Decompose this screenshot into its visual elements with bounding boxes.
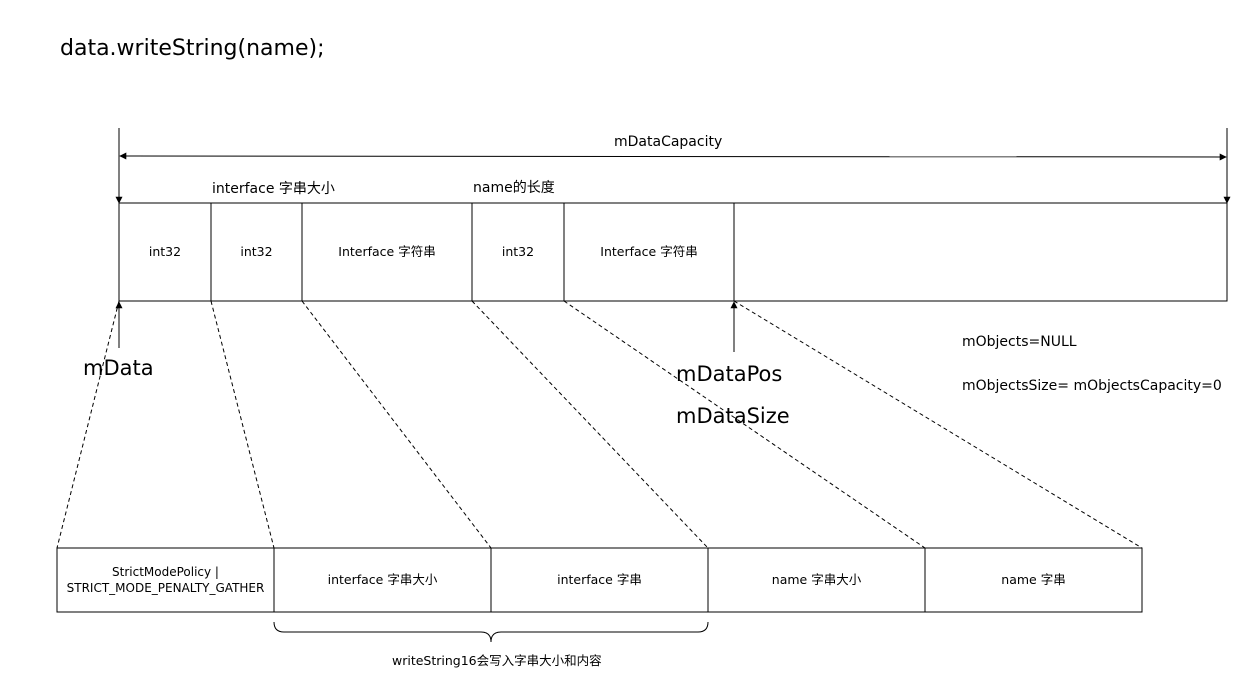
interface-size-annotation: interface 字串大小: [212, 181, 335, 197]
buffer-cell: Interface 字符串: [600, 243, 698, 259]
brace-label: writeString16会写入字串大小和内容: [392, 653, 602, 668]
projection-line: [733, 300, 1143, 549]
buffer-cell: Interface 字符串: [338, 243, 436, 259]
detail-outline: [56, 547, 1143, 613]
buffer-outline: [118, 202, 1228, 302]
buffer-cell: int32: [501, 243, 535, 259]
name-length-annotation: name的长度: [473, 180, 555, 196]
detail-cell: interface 字串: [557, 571, 642, 587]
detail-cell: interface 字串大小: [327, 571, 438, 587]
projection-line: [301, 300, 492, 549]
mobjects-size-label: mObjectsSize= mObjectsCapacity=0: [962, 378, 1222, 394]
mdatasize-label: mDataSize: [676, 404, 790, 428]
mobjects-label: mObjects=NULL: [962, 334, 1077, 350]
mdatapos-label: mDataPos: [676, 362, 783, 386]
detail-cell: name 字串大小: [771, 571, 862, 587]
capacity-arrow: [119, 152, 1227, 161]
projection-line: [210, 300, 275, 549]
detail-cell: name 字串: [1001, 571, 1066, 587]
projection-line: [471, 300, 709, 549]
buffer-cell: int32: [148, 243, 182, 259]
detail-cell-strict-mode: StrictModePolicy | STRICT_MODE_PENALTY_G…: [66, 564, 265, 595]
write-string16-brace: [273, 621, 709, 643]
code-line: data.writeString(name);: [60, 36, 325, 61]
capacity-label: mDataCapacity: [614, 134, 723, 150]
buffer-cell: int32: [240, 243, 273, 259]
projection-line: [563, 300, 926, 549]
mdata-label: mData: [83, 356, 154, 380]
projection-line: [56, 300, 120, 549]
